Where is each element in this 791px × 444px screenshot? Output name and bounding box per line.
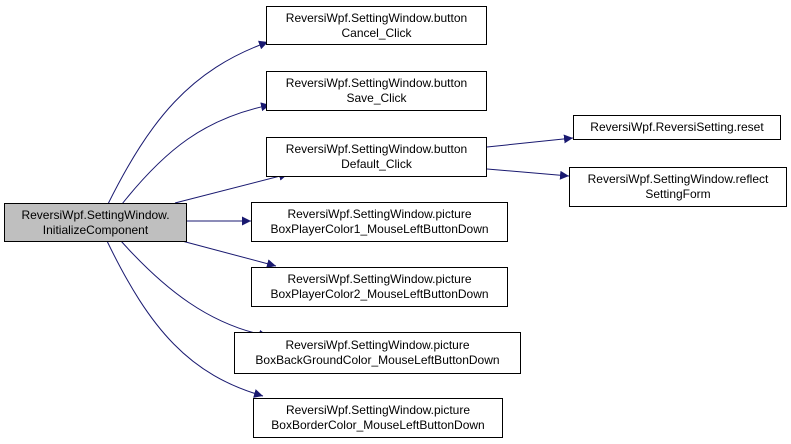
node-label-line2: BoxPlayerColor2_MouseLeftButtonDown [270, 287, 489, 301]
node-label-line1: ReversiWpf.ReversiSetting.reset [590, 120, 764, 134]
node-label-line1: ReversiWpf.SettingWindow. [21, 207, 170, 222]
node-picture-border-color[interactable]: ReversiWpf.SettingWindow.picture BoxBord… [253, 398, 503, 438]
node-label-line2: BoxBorderColor_MouseLeftButtonDown [271, 418, 485, 432]
edge-root-to-default [174, 171, 289, 204]
node-label-line1: ReversiWpf.SettingWindow.reflect [587, 172, 769, 186]
node-label-line1: ReversiWpf.SettingWindow.button [285, 10, 468, 25]
edge-default-to-reset [486, 134, 574, 148]
node-label-line2: BoxBackGroundColor_MouseLeftButtonDown [255, 353, 500, 367]
node-label-line2: InitializeComponent [42, 222, 149, 237]
node-label-line1: ReversiWpf.SettingWindow.picture [285, 403, 471, 417]
edge-root-to-background [120, 240, 269, 339]
node-picture-player-color2[interactable]: ReversiWpf.SettingWindow.picture BoxPlay… [251, 267, 508, 307]
node-reflect-setting-form[interactable]: ReversiWpf.SettingWindow.reflect Setting… [569, 167, 787, 207]
node-label-line1: ReversiWpf.SettingWindow.picture [287, 272, 472, 286]
node-label-line2: SettingForm [645, 187, 711, 201]
node-label-line2: Default_Click [341, 157, 412, 171]
node-label-line2: Save_Click [346, 91, 407, 105]
node-picture-player-color1[interactable]: ReversiWpf.SettingWindow.picture BoxPlay… [251, 202, 508, 242]
node-initialize-component[interactable]: ReversiWpf.SettingWindow. InitializeComp… [4, 203, 187, 242]
node-reversi-setting-reset[interactable]: ReversiWpf.ReversiSetting.reset [573, 115, 781, 140]
edge-root-to-player2 [181, 240, 277, 269]
node-label-line1: ReversiWpf.SettingWindow.button [285, 142, 468, 156]
edge-root-to-border [106, 240, 264, 398]
node-button-cancel-click[interactable]: ReversiWpf.SettingWindow.button Cancel_C… [266, 6, 487, 45]
node-label-line1: ReversiWpf.SettingWindow.picture [287, 207, 472, 221]
node-label-line2: Cancel_Click [341, 25, 412, 40]
node-picture-background-color[interactable]: ReversiWpf.SettingWindow.picture BoxBack… [234, 332, 521, 374]
node-label-line2: BoxPlayerColor1_MouseLeftButtonDown [270, 222, 489, 236]
edge-root-to-save [121, 102, 271, 205]
node-label-line1: ReversiWpf.SettingWindow.picture [285, 338, 470, 352]
edge-default-to-reflect [486, 168, 570, 180]
node-button-save-click[interactable]: ReversiWpf.SettingWindow.button Save_Cli… [266, 71, 487, 111]
node-button-default-click[interactable]: ReversiWpf.SettingWindow.button Default_… [266, 137, 487, 177]
node-label-line1: ReversiWpf.SettingWindow.button [285, 76, 468, 90]
edge-root-to-cancel [107, 40, 269, 205]
